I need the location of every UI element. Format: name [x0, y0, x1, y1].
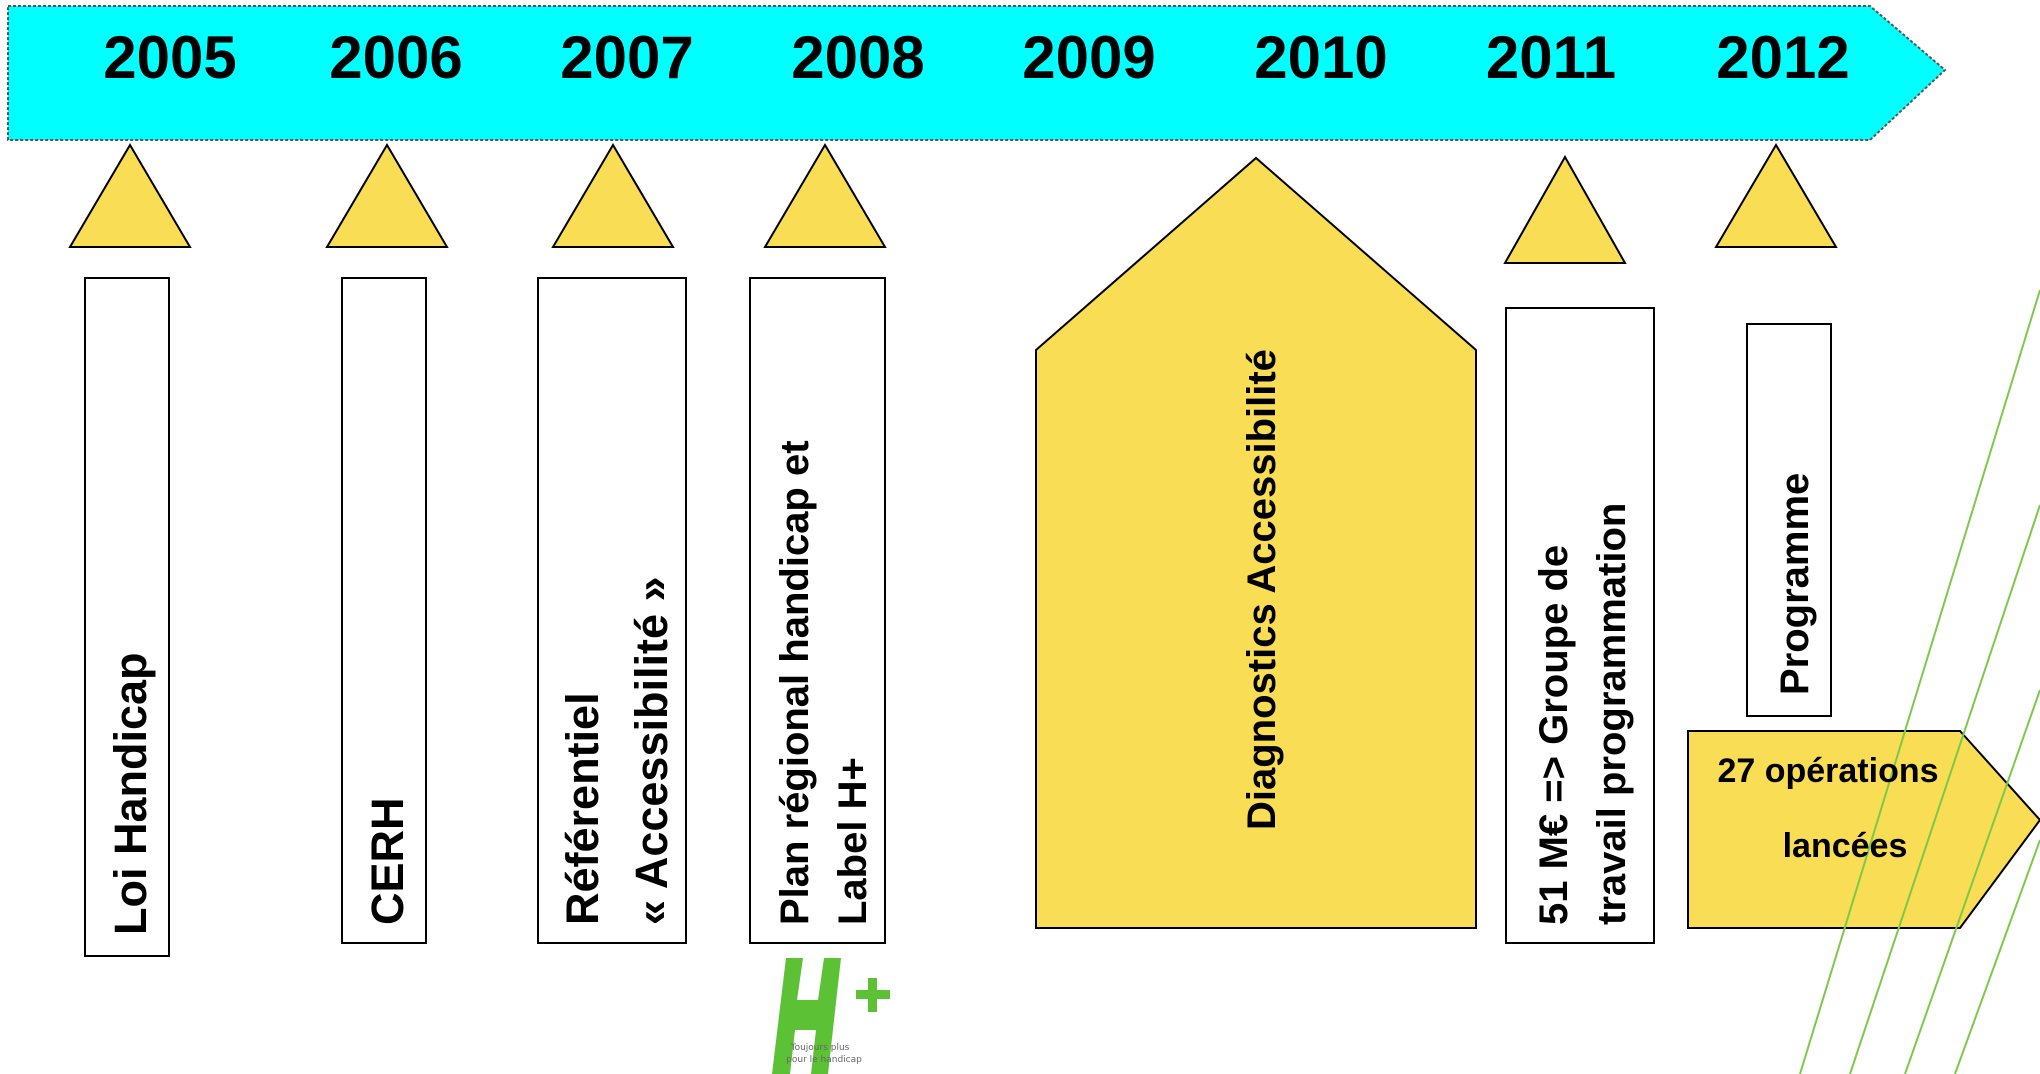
timeline-banner	[7, 5, 1947, 141]
year-label-2009: 2009	[1022, 24, 1156, 91]
year-label-2012: 2012	[1716, 24, 1850, 91]
marker-triangle-2007	[551, 143, 675, 248]
event-text-cerh: CERH	[362, 797, 413, 925]
marker-triangle-2005	[68, 143, 192, 248]
event-box-programme	[1746, 323, 1832, 717]
event-box-loi-handicap	[84, 277, 170, 957]
event-box-plan-regional	[749, 277, 886, 944]
event-text-loi-handicap: Loi Handicap	[105, 652, 156, 935]
year-label-2007: 2007	[560, 24, 694, 91]
marker-triangle-2012	[1714, 143, 1838, 248]
event-text-diagnostics: Diagnostics Accessibilité	[1240, 349, 1284, 830]
logo-tagline-line2: pour le handicap	[786, 1055, 862, 1065]
event-box-groupe-travail	[1505, 307, 1655, 944]
operations-text-1: 27 opérations	[1717, 752, 1938, 790]
decorative-stripes	[1799, 289, 2040, 1074]
event-text-groupe-2: travail programmation	[1590, 503, 1634, 925]
year-label-2006: 2006	[329, 24, 463, 91]
year-label-2008: 2008	[791, 24, 925, 91]
event-text-referentiel-2: « Accessibilité »	[626, 576, 677, 925]
event-box-cerh	[341, 277, 427, 944]
operations-text-2: lancées	[1783, 827, 1908, 865]
event-text-programme: Programme	[1773, 473, 1817, 695]
diagnostics-pentagon	[1035, 156, 1477, 929]
year-label-2011: 2011	[1485, 24, 1617, 91]
marker-triangle-2011	[1503, 154, 1627, 264]
event-text-plan-2: Label H+	[831, 757, 875, 925]
event-box-referentiel	[537, 277, 687, 944]
event-text-referentiel-1: Référentiel	[557, 692, 608, 925]
h-plus-logo-icon	[772, 958, 890, 1074]
logo-tagline: Toujours plus pour le handicap	[786, 1043, 862, 1065]
event-text-plan-1: Plan régional handicap et	[773, 440, 817, 925]
operations-arrow	[1687, 730, 2040, 929]
marker-triangle-2008	[763, 143, 887, 248]
event-text-groupe-1: 51 M€ => Groupe de	[1532, 545, 1576, 925]
year-label-2005: 2005	[103, 24, 237, 91]
logo-tagline-line1: Toujours plus	[790, 1043, 850, 1053]
marker-triangle-2006	[325, 143, 449, 248]
year-label-2010: 2010	[1254, 24, 1388, 91]
